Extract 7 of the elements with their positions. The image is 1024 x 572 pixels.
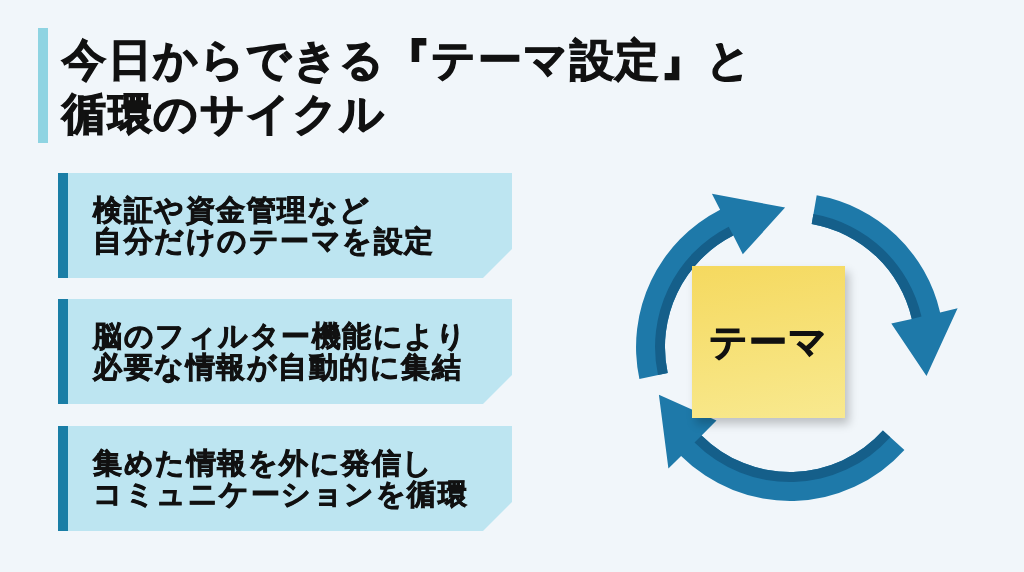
step-box: [58, 299, 512, 404]
title: 今日からできる『テーマ設定』と循環のサイクル: [62, 33, 754, 141]
step-box: [58, 426, 512, 531]
step-box: [58, 173, 512, 278]
step-text: 脳のフィルター機能により必要な情報が自動的に集結: [93, 320, 467, 383]
step-text: 集めた情報を外に発信しコミュニケーションを循環: [93, 447, 468, 510]
step-text: 検証や資金管理など自分だけのテーマを設定: [93, 194, 435, 257]
